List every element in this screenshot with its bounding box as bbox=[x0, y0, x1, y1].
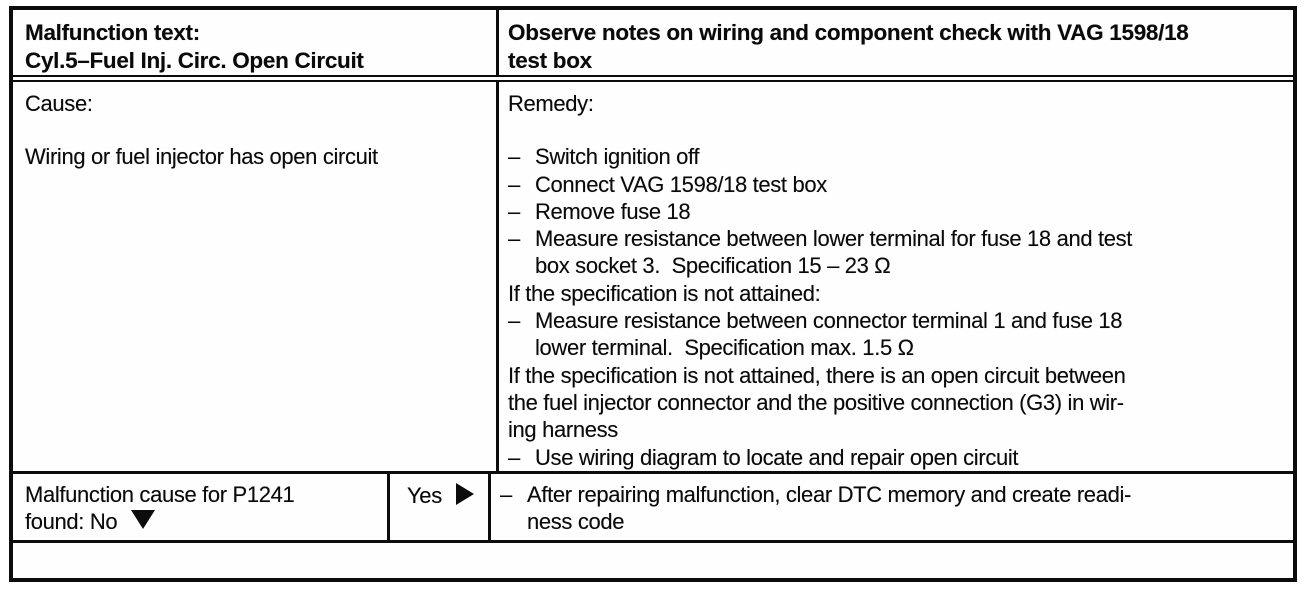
bullet-marker: – bbox=[508, 444, 520, 470]
remedy-item: – Remove fuse 18 bbox=[508, 198, 1289, 225]
malfunction-text-cell: Malfunction text: Cyl.5–Fuel Inj. Circ. … bbox=[13, 10, 499, 75]
bullet-marker: – bbox=[500, 481, 512, 507]
observe-notes-cell: Observe notes on wiring and component ch… bbox=[499, 10, 1293, 75]
remedy-item: – Measure resistance between connector t… bbox=[508, 307, 1289, 362]
remedy-item: – Use wiring diagram to locate and repai… bbox=[508, 444, 1289, 471]
observe-notes-text: Observe notes on wiring and component ch… bbox=[508, 20, 1189, 73]
cause-label: Cause: bbox=[25, 91, 93, 116]
bullet-marker: – bbox=[508, 171, 520, 197]
remedy-note: If the specification is not attained: bbox=[508, 280, 1289, 307]
bullet-marker: – bbox=[508, 226, 520, 252]
bullet-marker: – bbox=[508, 198, 520, 224]
bullet-marker: – bbox=[508, 144, 520, 170]
remedy-label: Remedy: bbox=[508, 91, 594, 116]
decision-row: Malfunction cause for P1241 found: No Ye… bbox=[13, 473, 1293, 543]
decision-question-cell: Malfunction cause for P1241 found: No bbox=[13, 473, 390, 540]
header-row: Malfunction text: Cyl.5–Fuel Inj. Circ. … bbox=[13, 10, 1293, 82]
decision-question-text: Malfunction cause for P1241 found: No bbox=[25, 481, 295, 535]
action-item: – After repairing malfunction, clear DTC… bbox=[500, 481, 1289, 536]
right-triangle-icon bbox=[455, 482, 474, 505]
remedy-item: – Connect VAG 1598/18 test box bbox=[508, 171, 1289, 198]
remedy-item-text: Measure resistance between lower termina… bbox=[535, 226, 1133, 279]
remedy-item-text: Switch ignition off bbox=[535, 144, 700, 170]
remedy-item-text: Measure resistance between connector ter… bbox=[535, 308, 1123, 361]
remedy-item-text: Remove fuse 18 bbox=[535, 198, 691, 224]
remedy-note-text: If the specification is not attained: bbox=[508, 280, 821, 306]
decision-yes-cell: Yes bbox=[390, 473, 491, 540]
down-triangle-icon bbox=[131, 510, 156, 530]
remedy-note-text: If the specification is not attained, th… bbox=[508, 362, 1126, 443]
remedy-item: – Measure resistance between lower termi… bbox=[508, 225, 1289, 280]
remedy-note: If the specification is not attained, th… bbox=[508, 362, 1289, 444]
cause-text: Wiring or fuel injector has open circuit bbox=[25, 144, 378, 170]
remedy-item-text: Use wiring diagram to locate and repair … bbox=[535, 444, 1019, 470]
empty-footer-row bbox=[13, 543, 1293, 578]
cause-remedy-row: Cause: Wiring or fuel injector has open … bbox=[13, 82, 1293, 474]
action-text: After repairing malfunction, clear DTC m… bbox=[527, 481, 1131, 535]
remedy-cell: Remedy: – Switch ignition off – Connect … bbox=[499, 82, 1293, 471]
yes-label: Yes bbox=[407, 482, 448, 508]
remedy-item: – Switch ignition off bbox=[508, 143, 1289, 170]
malfunction-text: Malfunction text: Cyl.5–Fuel Inj. Circ. … bbox=[25, 20, 364, 73]
bullet-marker: – bbox=[508, 308, 520, 334]
diagnostic-table: Malfunction text: Cyl.5–Fuel Inj. Circ. … bbox=[9, 6, 1297, 582]
remedy-item-text: Connect VAG 1598/18 test box bbox=[535, 171, 827, 197]
cause-cell: Cause: Wiring or fuel injector has open … bbox=[13, 82, 499, 471]
decision-action-cell: – After repairing malfunction, clear DTC… bbox=[491, 474, 1293, 540]
